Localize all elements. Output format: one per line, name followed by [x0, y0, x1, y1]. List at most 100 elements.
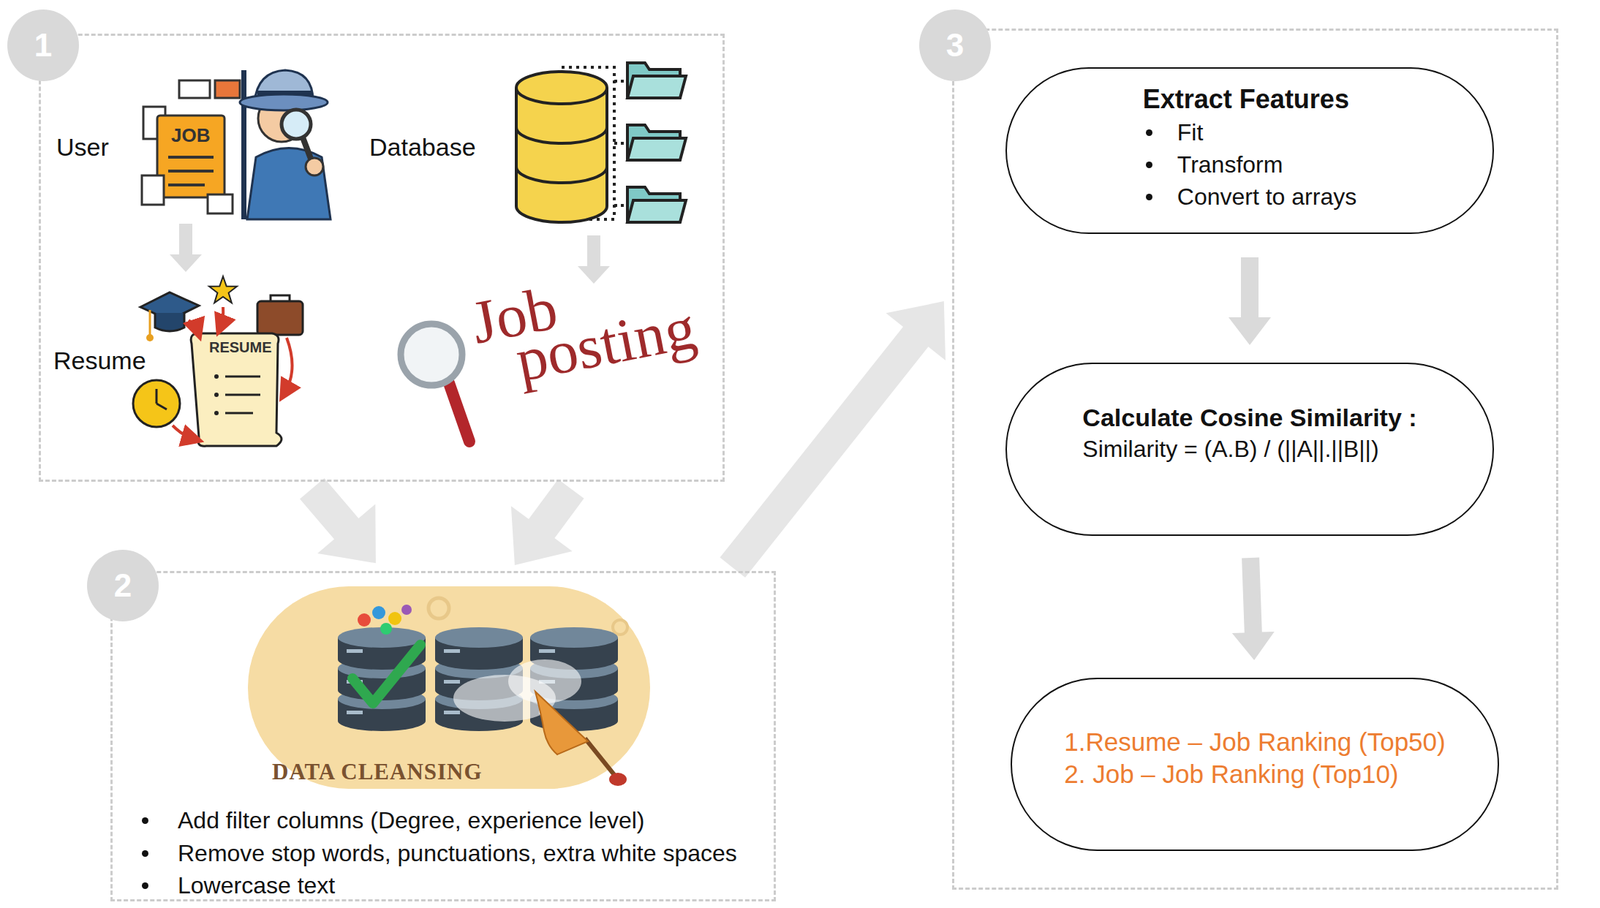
flow-arrow	[720, 301, 947, 578]
user-illustration	[168, 183, 205, 187]
data-cleansing-illustration	[388, 612, 402, 626]
source-label: Database	[369, 132, 477, 163]
database-icon	[516, 71, 607, 104]
data-cleansing-illustration	[401, 604, 412, 615]
resume-illustration	[149, 310, 152, 335]
database-icon	[516, 127, 607, 144]
resume-illustration	[133, 380, 180, 428]
down-arrow	[169, 223, 610, 284]
bullet-item: Add filter columns (Degree, experience l…	[177, 806, 645, 835]
data-cleansing-illustration	[372, 606, 386, 620]
data-cleansing-illustration	[612, 620, 628, 635]
scroll-text: RESUME	[209, 338, 273, 357]
data-cleansing-illustration	[357, 613, 371, 627]
bullet-item: Lowercase text	[177, 871, 335, 900]
formula-text: Similarity = (A.B) / (||A||.||B||)	[1082, 433, 1417, 465]
user-illustration	[239, 94, 328, 111]
cleansing-panel: 2Add filter columns (Degree, experience …	[110, 571, 776, 902]
user-illustration	[207, 194, 233, 214]
data-cleansing-illustration	[352, 644, 421, 704]
bullet-row: Convert to arrays	[1142, 180, 1357, 213]
bullet-dot	[1145, 193, 1153, 201]
data-cleansing-illustration	[380, 623, 392, 635]
flow-arrow	[299, 478, 376, 564]
ranking-item: 1.Resume – Job Ranking (Top50)	[1063, 726, 1445, 759]
callout-circle: 2	[87, 549, 159, 622]
database-icon	[516, 62, 686, 223]
resume-illustration	[172, 307, 293, 439]
bullet-row: Fit	[1142, 116, 1357, 149]
item-label: Resume	[53, 345, 147, 376]
bullet-item: Transform	[1177, 148, 1284, 181]
database-icon	[516, 87, 607, 223]
resume-illustration	[214, 392, 219, 398]
process-box: Extract FeaturesFitTransformConvert to a…	[1005, 67, 1494, 235]
user-illustration	[179, 80, 210, 98]
callout-circle: 1	[7, 9, 79, 82]
flow-arrow	[511, 479, 585, 566]
data-cleansing-illustration	[508, 659, 582, 704]
data-cleansing-illustration	[428, 598, 449, 619]
resume-illustration	[209, 276, 237, 303]
user-illustration	[247, 148, 331, 221]
callout-number: 2	[114, 569, 132, 602]
data-cleansing-illustration	[247, 586, 651, 790]
bullet-dot	[141, 850, 149, 858]
resume-illustration	[285, 337, 293, 392]
data-cleansing-illustration	[247, 586, 651, 790]
user-illustration	[141, 175, 164, 205]
bullet-item: Convert to arrays	[1177, 180, 1357, 213]
image-title: Job posting	[468, 252, 737, 391]
resume-illustration	[156, 403, 167, 410]
bullet-dot	[1145, 129, 1153, 137]
user-illustration	[305, 157, 324, 176]
magnifier-icon	[400, 323, 470, 442]
bullet-dot	[1145, 161, 1153, 169]
bullet-item: Remove stop words, punctuations, extra w…	[177, 839, 738, 868]
ranking-item: 2. Job – Job Ranking (Top10)	[1063, 758, 1445, 791]
database-icon	[516, 166, 607, 183]
resume-illustration	[257, 301, 303, 335]
data-cleansing-illustration	[535, 691, 588, 755]
bullet-dot	[141, 817, 149, 825]
user-illustration	[168, 155, 214, 159]
box-heading: Calculate Cosine Similarity :	[1082, 401, 1417, 434]
resume-illustration	[225, 394, 261, 397]
database-icon	[614, 81, 628, 206]
resume-illustration	[190, 333, 282, 447]
database-icon	[627, 76, 686, 98]
magnifier-icon	[448, 383, 470, 442]
bullet-item: Fit	[1177, 116, 1204, 149]
resume-illustration	[225, 375, 261, 379]
resume-illustration	[214, 410, 219, 416]
magnifier-icon	[400, 323, 463, 386]
clipboard-text: JOB	[171, 124, 210, 147]
down-arrow	[577, 235, 610, 284]
resume-illustration	[155, 389, 158, 404]
image-caption: DATA CLEANSING	[272, 758, 483, 786]
user-illustration	[281, 109, 311, 139]
data-cleansing-illustration	[337, 627, 426, 732]
bullet-row: Transform	[1142, 148, 1357, 181]
box-heading: Extract Features	[1142, 82, 1357, 117]
model-panel: 3Extract FeaturesFitTransformConvert to …	[952, 28, 1559, 890]
user-illustration	[214, 80, 240, 98]
callout-number: 3	[946, 29, 964, 62]
data-cleansing-illustration	[609, 772, 627, 787]
resume-illustration	[133, 276, 303, 447]
user-illustration	[157, 115, 225, 198]
text-block: 1.Resume – Job Ranking (Top50)2. Job – J…	[1063, 726, 1445, 791]
process-box: Calculate Cosine Similarity :Similarity …	[1005, 362, 1494, 537]
user-illustration	[141, 70, 331, 220]
callout-number: 1	[34, 29, 52, 62]
database-icon	[627, 200, 686, 223]
resume-illustration	[270, 295, 290, 302]
resume-illustration	[188, 320, 198, 331]
down-arrow	[169, 223, 202, 273]
result-box: 1.Resume – Job Ranking (Top50)2. Job – J…	[1010, 677, 1500, 852]
text-block: Calculate Cosine Similarity :Similarity …	[1082, 401, 1417, 465]
resume-illustration	[155, 312, 185, 332]
text-block: Extract FeaturesFitTransformConvert to a…	[1142, 82, 1357, 213]
input-panel: 1UserDatabaseResumeJob posting	[38, 33, 725, 482]
